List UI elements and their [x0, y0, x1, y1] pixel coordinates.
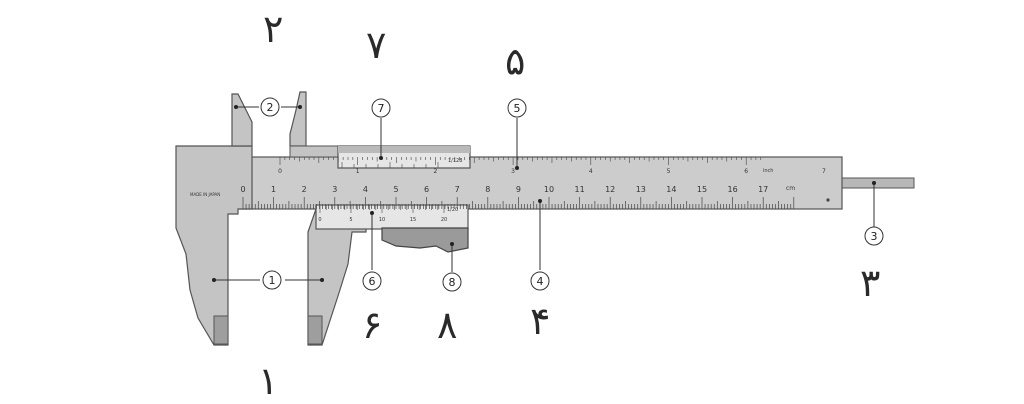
callout-4-text: 4	[537, 275, 544, 288]
cm-label: 4	[363, 185, 368, 194]
leader-dots	[212, 105, 876, 282]
inch-vernier-band	[338, 146, 470, 153]
callout-8: 8	[442, 272, 462, 292]
callout-5: 5	[507, 98, 527, 118]
sliding-inside-jaw	[289, 91, 307, 147]
main-scale-ticks	[242, 197, 795, 209]
big-label-3: ۳	[860, 261, 881, 305]
cm-label: 3	[332, 185, 337, 194]
cm-label: 9	[516, 185, 521, 194]
cm-label: 5	[393, 185, 398, 194]
inch-label: 1	[356, 168, 360, 175]
big-label-6: ۶	[362, 303, 383, 347]
inch-unit: inch	[763, 168, 773, 174]
big-label-5: ۵	[505, 39, 526, 83]
callout-3: 3	[864, 226, 884, 246]
inch-label: 5	[667, 168, 671, 175]
vernier-label: 10	[379, 217, 385, 223]
cm-label: 16	[728, 185, 738, 194]
cm-label: 1	[271, 185, 276, 194]
fixed-inside-jaw	[231, 93, 253, 147]
beam-screw	[826, 198, 830, 202]
sliding-jaw-tip	[307, 315, 323, 345]
callout-3-text: 3	[871, 230, 878, 243]
callout-2-text: 2	[267, 101, 274, 114]
cm-label: 10	[544, 185, 554, 194]
inch-scale-ticks: 0 1 2 3 4 5 6 7	[278, 157, 826, 175]
cm-label: 11	[575, 185, 585, 194]
callout-7: 7	[371, 98, 391, 118]
slider-top	[289, 145, 339, 158]
vernier-label: 15	[410, 217, 416, 223]
inch-label: 4	[589, 168, 593, 175]
metric-vernier-plate	[315, 204, 469, 230]
fixed-jaw-tip	[213, 315, 229, 345]
callout-8-text: 8	[449, 276, 456, 289]
leader-lines	[214, 106, 875, 281]
cm-label: 17	[758, 185, 768, 194]
cm-label: 6	[424, 185, 429, 194]
inch-label: 6	[744, 168, 748, 175]
callout-1: 1	[262, 270, 282, 290]
callout-7-text: 7	[378, 102, 385, 115]
big-label-7: ۷	[366, 23, 387, 67]
inch-precision: 1/128	[448, 158, 462, 164]
vernier-label: 0	[318, 217, 321, 223]
callout-2: 2	[260, 97, 280, 117]
metric-precision: 1/20	[447, 207, 458, 213]
fixed-jaw	[175, 145, 253, 346]
inch-label: 0	[278, 168, 282, 175]
cm-label: 7	[455, 185, 460, 194]
locking-screw	[381, 227, 469, 253]
big-label-4: ۴	[530, 299, 551, 343]
cm-label: 12	[605, 185, 615, 194]
cm-label: 8	[485, 185, 490, 194]
brand-mark: MADE IN JAPAN	[190, 192, 220, 197]
cm-label: 15	[697, 185, 707, 194]
cm-label: 2	[302, 185, 307, 194]
inch-label: 2	[433, 168, 437, 175]
callout-1-text: 1	[269, 274, 276, 287]
vernier-label: 5	[349, 217, 352, 223]
callout-6-text: 6	[369, 275, 376, 288]
cm-label: 0	[240, 185, 245, 194]
callout-5-text: 5	[514, 102, 521, 115]
cm-label: 13	[636, 185, 646, 194]
inch-label: 3	[511, 168, 515, 175]
cm-label: 14	[666, 185, 676, 194]
callout-6: 6	[362, 271, 382, 291]
big-label-8: ۸	[437, 303, 458, 347]
vernier-label: 20	[441, 217, 447, 223]
cm-unit: cm	[786, 185, 795, 192]
inch-label: 7	[822, 168, 826, 175]
big-label-1: ۱	[258, 359, 279, 403]
big-label-2: ۲	[263, 7, 284, 51]
callout-4: 4	[530, 271, 550, 291]
